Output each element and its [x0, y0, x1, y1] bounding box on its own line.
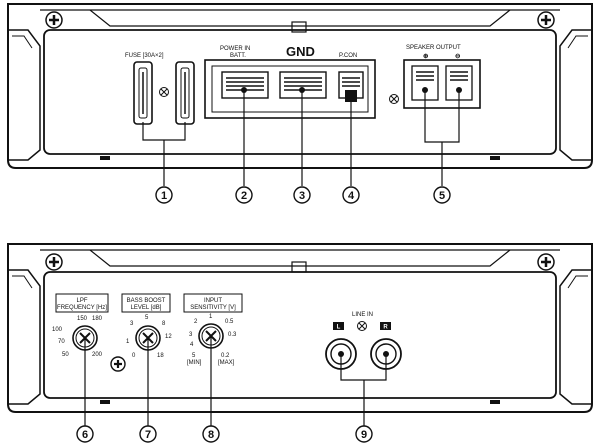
bass-tick: 8: [162, 321, 166, 327]
svg-text:3: 3: [299, 190, 305, 202]
plus-symbol: ⊕: [423, 53, 429, 60]
power-batt-terminal[interactable]: [221, 71, 269, 99]
screw-icon: [45, 11, 63, 29]
power-in-batt-label: BATT.: [230, 53, 246, 59]
minus-symbol: ⊖: [455, 53, 461, 60]
input-tick: 2: [194, 319, 198, 325]
bottom-face-plate: [43, 271, 557, 399]
fuse-label: FUSE [30A×2]: [125, 53, 164, 59]
input-tick: 0.5: [225, 319, 234, 325]
input-tick: [MAX]: [218, 360, 235, 366]
svg-text:L: L: [337, 325, 341, 331]
mounting-mark-icon: [389, 94, 399, 104]
pcon-label: P.CON: [339, 53, 357, 59]
callout-1: 1: [155, 186, 173, 204]
bass-boost-label-box: [121, 293, 171, 313]
left-channel-badge: L: [333, 322, 344, 331]
svg-text:1: 1: [161, 190, 167, 202]
svg-text:2: 2: [241, 190, 247, 202]
callout-5: 5: [433, 186, 451, 204]
lpf-frequency-label: FREQUENCY [Hz]: [57, 305, 107, 311]
svg-text:5: 5: [439, 190, 445, 202]
mounting-mark-icon: [357, 321, 367, 331]
screw-icon: [45, 253, 63, 271]
svg-text:4: 4: [348, 190, 355, 202]
top-left-fin: [8, 29, 41, 161]
bass-tick: 18: [157, 353, 164, 359]
callout-2: 2: [235, 186, 253, 204]
lpf-tick: 70: [58, 339, 65, 345]
screw-icon: [537, 253, 555, 271]
svg-text:6: 6: [82, 429, 88, 441]
input-sensitivity-label: SENSITIVITY [V]: [190, 305, 236, 311]
svg-text:9: 9: [361, 429, 367, 441]
input-tick: [MIN]: [187, 360, 202, 366]
lpf-tick: 200: [92, 352, 103, 358]
lpf-label: LPF: [76, 298, 87, 304]
gnd-label: GND: [286, 44, 315, 59]
bass-tick: 5: [145, 315, 149, 321]
lpf-tick: 150: [77, 316, 88, 322]
screw-icon: [110, 356, 126, 372]
callout-8: 8: [202, 425, 220, 443]
fuse-right[interactable]: [175, 61, 195, 125]
lpf-tick: 100: [52, 327, 63, 333]
right-channel-badge: R: [380, 322, 391, 331]
bass-tick: 1: [126, 339, 130, 345]
top-face-plate: [43, 29, 557, 155]
callout-3: 3: [293, 186, 311, 204]
svg-text:7: 7: [145, 429, 151, 441]
lpf-label-box: [55, 293, 109, 313]
lpf-tick: 50: [62, 352, 69, 358]
bass-boost-label: BASS BOOST: [127, 298, 166, 304]
screw-icon: [537, 11, 555, 29]
bass-tick: 12: [165, 334, 172, 340]
callout-4: 4: [342, 186, 360, 204]
input-tick: 5: [192, 353, 196, 359]
lpf-tick: 180: [92, 316, 103, 322]
top-chassis-outline: [7, 3, 593, 169]
top-leader-lines: [142, 90, 460, 186]
input-label: INPUT: [204, 298, 222, 304]
bottom-leader-lines: [84, 336, 387, 428]
speaker-output-label: SPEAKER OUTPUT: [406, 45, 461, 51]
indicator-window: [291, 21, 307, 33]
mounting-mark-icon: [159, 87, 169, 97]
line-in-label: LINE IN: [352, 312, 373, 318]
input-tick: 0.2: [221, 353, 230, 359]
top-right-fin: [559, 29, 592, 161]
bottom-panel: LPF FREQUENCY [Hz] 50 70 100 150 180 200…: [7, 243, 593, 428]
bass-boost-level-label: LEVEL [dB]: [131, 305, 162, 311]
callout-6: 6: [76, 425, 94, 443]
power-in-label: POWER IN: [220, 46, 250, 52]
input-tick: 1: [209, 314, 213, 320]
bass-tick: 0: [132, 353, 136, 359]
callout-9: 9: [355, 425, 373, 443]
bass-tick: 3: [130, 321, 134, 327]
input-tick: 0.3: [228, 332, 237, 338]
fuse-left[interactable]: [133, 61, 153, 125]
bottom-chassis-outline: [7, 243, 593, 413]
input-sensitivity-label-box: [183, 293, 243, 313]
input-tick: 4: [190, 342, 194, 348]
input-tick: 3: [189, 332, 193, 338]
pcon-terminal[interactable]: [338, 71, 364, 102]
indicator-window: [291, 261, 307, 273]
svg-text:8: 8: [208, 429, 214, 441]
top-panel: FUSE [30A×2] POWER IN BATT. GND P.CON: [7, 3, 593, 186]
gnd-terminal[interactable]: [279, 71, 327, 99]
svg-text:R: R: [383, 325, 388, 331]
callout-7: 7: [139, 425, 157, 443]
